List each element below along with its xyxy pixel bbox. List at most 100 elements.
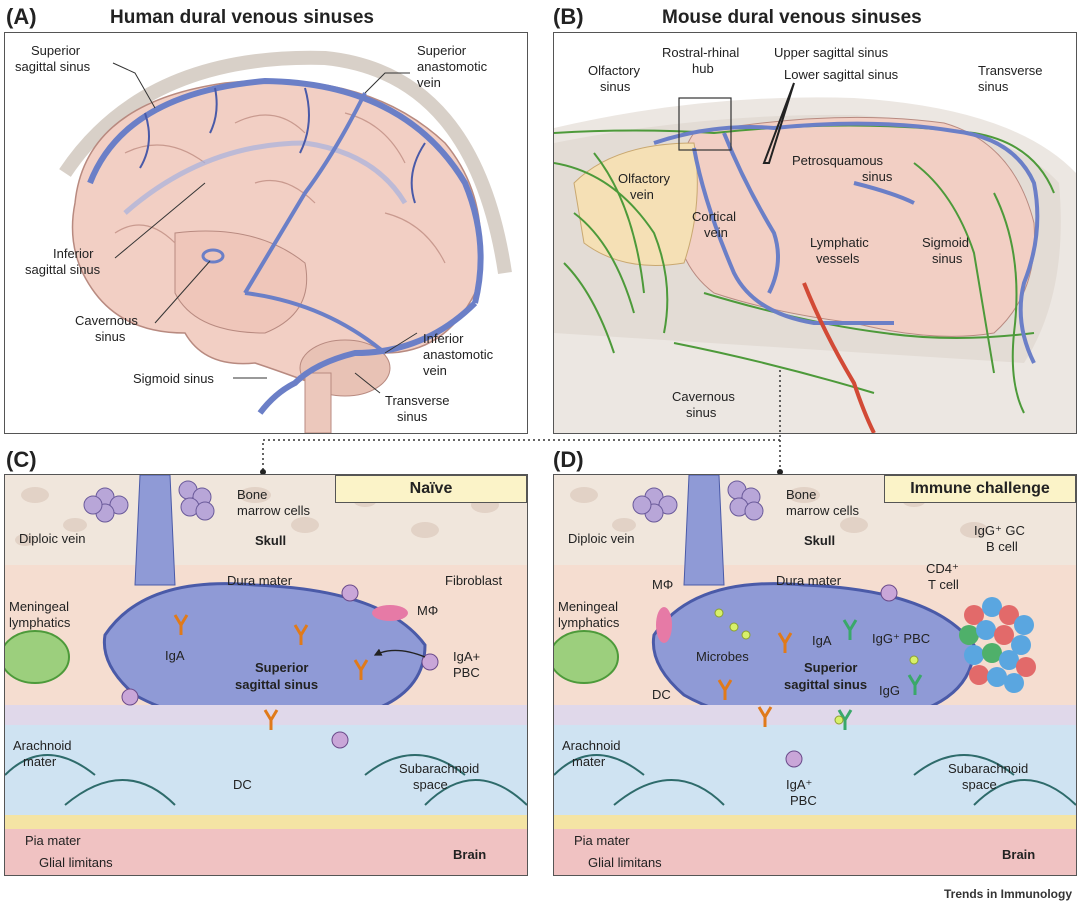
bone-marrow-cells (83, 480, 215, 523)
inferior-anastomotic-path (244, 291, 387, 355)
label-lymphatic-1: Lymphatic (810, 235, 869, 250)
label-olfactory-vein-2: vein (630, 187, 654, 202)
panel-d-label: (D) (553, 447, 584, 472)
label-subarachnoid-1: Subarachnoid (948, 761, 1028, 776)
rostral-rhinal-box (678, 97, 732, 151)
label-cavernous-1: Cavernous (75, 313, 138, 328)
label-superior-anastomotic-1: Superior (417, 43, 467, 58)
label-glial: Glial limitans (39, 855, 113, 870)
label-cortical-vein-1: Cortical (692, 209, 736, 224)
label-sigmoid-2: sinus (932, 251, 963, 266)
label-superior-anastomotic-2: anastomotic (417, 59, 488, 74)
label-iga-pbc-1: IgA+ (453, 649, 480, 664)
label-diploic: Diploic vein (19, 531, 85, 546)
label-dura: Dura mater (227, 573, 293, 588)
mouse-brain-diagram: Olfactory sinus Rostral-rhinal hub Upper… (554, 45, 1076, 433)
label-glial: Glial limitans (588, 855, 662, 870)
label-dc: DC (652, 687, 671, 702)
label-superior-1: Superior (804, 660, 857, 675)
label-dc: DC (233, 777, 252, 792)
pia-layer (5, 815, 527, 829)
label-meningeal-2: lymphatics (558, 615, 620, 630)
label-cavernous-1: Cavernous (672, 389, 735, 404)
brainstem (304, 372, 332, 433)
gyri-lines (114, 112, 446, 264)
label-arachnoid-2: mater (572, 754, 606, 769)
label-superior-1: Superior (255, 660, 308, 675)
label-bone-marrow-1: Bone (786, 487, 816, 502)
label-sigmoid: Sigmoid sinus (133, 371, 214, 386)
label-cavernous-2: sinus (95, 329, 126, 344)
label-rostral-rhinal-2: hub (692, 61, 714, 76)
panel-a-title: Human dural venous sinuses (110, 7, 374, 28)
label-skull: Skull (255, 533, 286, 548)
diploic-vein (134, 475, 176, 586)
superior-anastomotic-path (243, 92, 367, 295)
meningeal-lymphatic (5, 630, 70, 684)
label-pia: Pia mater (574, 833, 630, 848)
label-subarachnoid-1: Subarachnoid (399, 761, 479, 776)
panel-d: Bone marrow cells Diploic vein Skull Dur… (553, 474, 1077, 876)
label-petrosquamous-2: sinus (862, 169, 893, 184)
label-fibroblast: Fibroblast (445, 573, 502, 588)
inferior-sagittal-sinus-path (123, 140, 408, 215)
state-tag-naive: Naïve (335, 475, 527, 503)
panel-b-title: Mouse dural venous sinuses (662, 7, 922, 28)
human-brain-diagram: Superior sagittal sinus Superior anastom… (15, 43, 512, 433)
olfactory-bulb (573, 142, 698, 266)
mouse-sinus-network (653, 121, 1040, 364)
label-brain: Brain (453, 847, 486, 862)
transverse-sigmoid-path (257, 300, 478, 415)
artery (802, 282, 876, 433)
label-cd4-2: T cell (928, 577, 959, 592)
microbes (714, 608, 919, 725)
label-arachnoid-1: Arachnoid (562, 738, 621, 753)
arachnoid-layer (5, 705, 527, 725)
bone-marrow-cells (632, 480, 764, 523)
label-igg: IgG (879, 683, 900, 698)
label-lower-sagittal: Lower sagittal sinus (784, 67, 899, 82)
label-microbes: Microbes (696, 649, 749, 664)
label-arachnoid-1: Arachnoid (13, 738, 72, 753)
brain-tissue (5, 829, 527, 875)
label-transverse-2: sinus (978, 79, 1009, 94)
label-inferior-sagittal-1: Inferior (53, 246, 94, 261)
panel-b: Olfactory sinus Rostral-rhinal hub Upper… (553, 32, 1077, 434)
panel-c: Bone marrow cells Diploic vein Skull Dur… (4, 474, 528, 876)
label-superior-sagittal-1: Superior (31, 43, 81, 58)
label-superior-anastomotic-3: vein (417, 75, 441, 90)
label-cd4-1: CD4⁺ (926, 561, 959, 576)
label-bone-marrow-1: Bone (237, 487, 267, 502)
panel-a-label: (A) (6, 4, 37, 29)
label-iga: IgA (812, 633, 832, 648)
label-brain: Brain (1002, 847, 1035, 862)
label-inferior-anastomotic-3: vein (423, 363, 447, 378)
subarachnoid (5, 725, 527, 825)
label-arachnoid-2: mater (23, 754, 57, 769)
gc-b-cell-cluster (959, 597, 1036, 693)
label-transverse-2: sinus (397, 409, 428, 424)
label-inferior-sagittal-2: sagittal sinus (25, 262, 101, 277)
label-superior-2: sagittal sinus (235, 677, 318, 692)
label-dura: Dura mater (776, 573, 842, 588)
cavernous-path (201, 248, 225, 264)
label-subarachnoid-2: space (962, 777, 997, 792)
label-transverse-1: Transverse (385, 393, 450, 408)
label-superior-2: sagittal sinus (784, 677, 867, 692)
plasma-cells (121, 584, 439, 749)
naive-cross-section: Bone marrow cells Diploic vein Skull Dur… (5, 475, 527, 875)
superior-sagittal-sinus (651, 582, 976, 726)
superior-sagittal-sinus-path (87, 77, 484, 304)
label-cavernous-2: sinus (686, 405, 717, 420)
panel-b-label: (B) (553, 4, 584, 29)
label-petrosquamous-1: Petrosquamous (792, 153, 884, 168)
label-rostral-rhinal-1: Rostral-rhinal (662, 45, 739, 60)
label-bone-marrow-2: marrow cells (786, 503, 859, 518)
label-olfactory-sinus-1: Olfactory (588, 63, 641, 78)
label-inferior-anastomotic-1: Inferior (423, 331, 464, 346)
iga-antibodies (173, 614, 369, 730)
label-mphi: MΦ (417, 603, 438, 618)
label-skull: Skull (804, 533, 835, 548)
label-mphi: MΦ (652, 577, 673, 592)
label-iga-pbc-2: PBC (790, 793, 817, 808)
